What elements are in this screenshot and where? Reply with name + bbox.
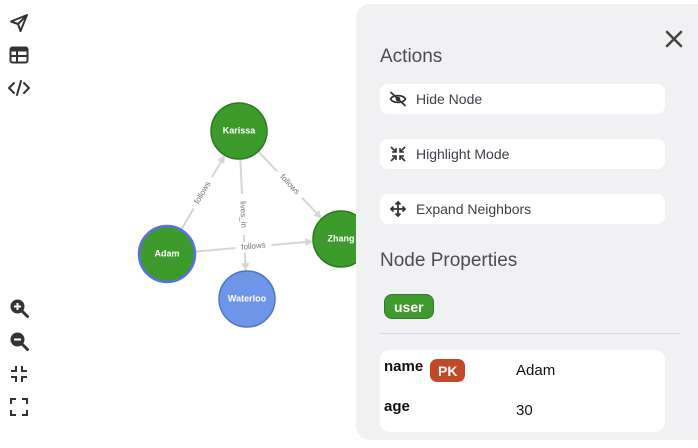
edge-label: lives_in <box>238 201 248 228</box>
node-properties-title: Node Properties <box>380 250 518 271</box>
hide-node-button[interactable]: Hide Node <box>380 84 665 114</box>
highlight-icon <box>389 145 407 163</box>
primary-key-badge: PK <box>430 359 466 382</box>
node-circle[interactable] <box>137 224 197 284</box>
zoom-out-icon[interactable] <box>7 329 31 353</box>
expand-arrows-icon <box>389 200 407 218</box>
actions-title: Actions <box>380 46 443 67</box>
property-value-age: 30 <box>516 402 533 419</box>
node-details-panel: Actions Hide Node Highlight Mo <box>356 4 698 440</box>
property-value-name: Adam <box>516 362 556 379</box>
property-key-name: name <box>384 358 424 375</box>
send-icon[interactable] <box>7 11 31 35</box>
fit-icon[interactable] <box>7 362 31 386</box>
edge-label-bg <box>189 174 217 212</box>
node-label: Karissa <box>223 125 257 135</box>
code-icon[interactable] <box>7 76 31 100</box>
hide-node-label: Hide Node <box>416 91 483 107</box>
fullscreen-icon[interactable] <box>7 395 31 419</box>
edge-label: follows <box>241 241 266 252</box>
zoom-in-icon[interactable] <box>7 296 31 320</box>
expand-neighbors-label: Expand Neighbors <box>416 201 532 217</box>
edge-label: follows <box>278 172 301 196</box>
property-key-age: age <box>384 398 410 415</box>
highlight-mode-button[interactable]: Highlight Mode <box>380 139 665 169</box>
edge-label-bg <box>235 240 272 254</box>
node-waterloo[interactable]: Waterloo <box>218 270 276 328</box>
node-label: Zhang <box>328 233 355 243</box>
edge-label-bg <box>273 168 306 202</box>
divider <box>380 333 680 334</box>
properties-card: name PK Adam age 30 <box>380 350 665 432</box>
node-karissa[interactable]: Karissa <box>210 102 268 160</box>
close-icon[interactable] <box>663 28 685 50</box>
node-label-chip: user <box>384 294 434 319</box>
node-label: Adam <box>154 248 179 258</box>
highlight-mode-label: Highlight Mode <box>416 146 510 162</box>
node-adam[interactable]: Adam <box>137 224 197 284</box>
edge-label-bg <box>237 193 249 236</box>
node-circle[interactable] <box>218 270 276 328</box>
eye-slash-icon <box>389 90 407 108</box>
node-circle[interactable] <box>210 102 268 160</box>
expand-neighbors-button[interactable]: Expand Neighbors <box>380 194 665 224</box>
node-label: Waterloo <box>228 293 267 303</box>
table-icon[interactable] <box>7 43 31 67</box>
